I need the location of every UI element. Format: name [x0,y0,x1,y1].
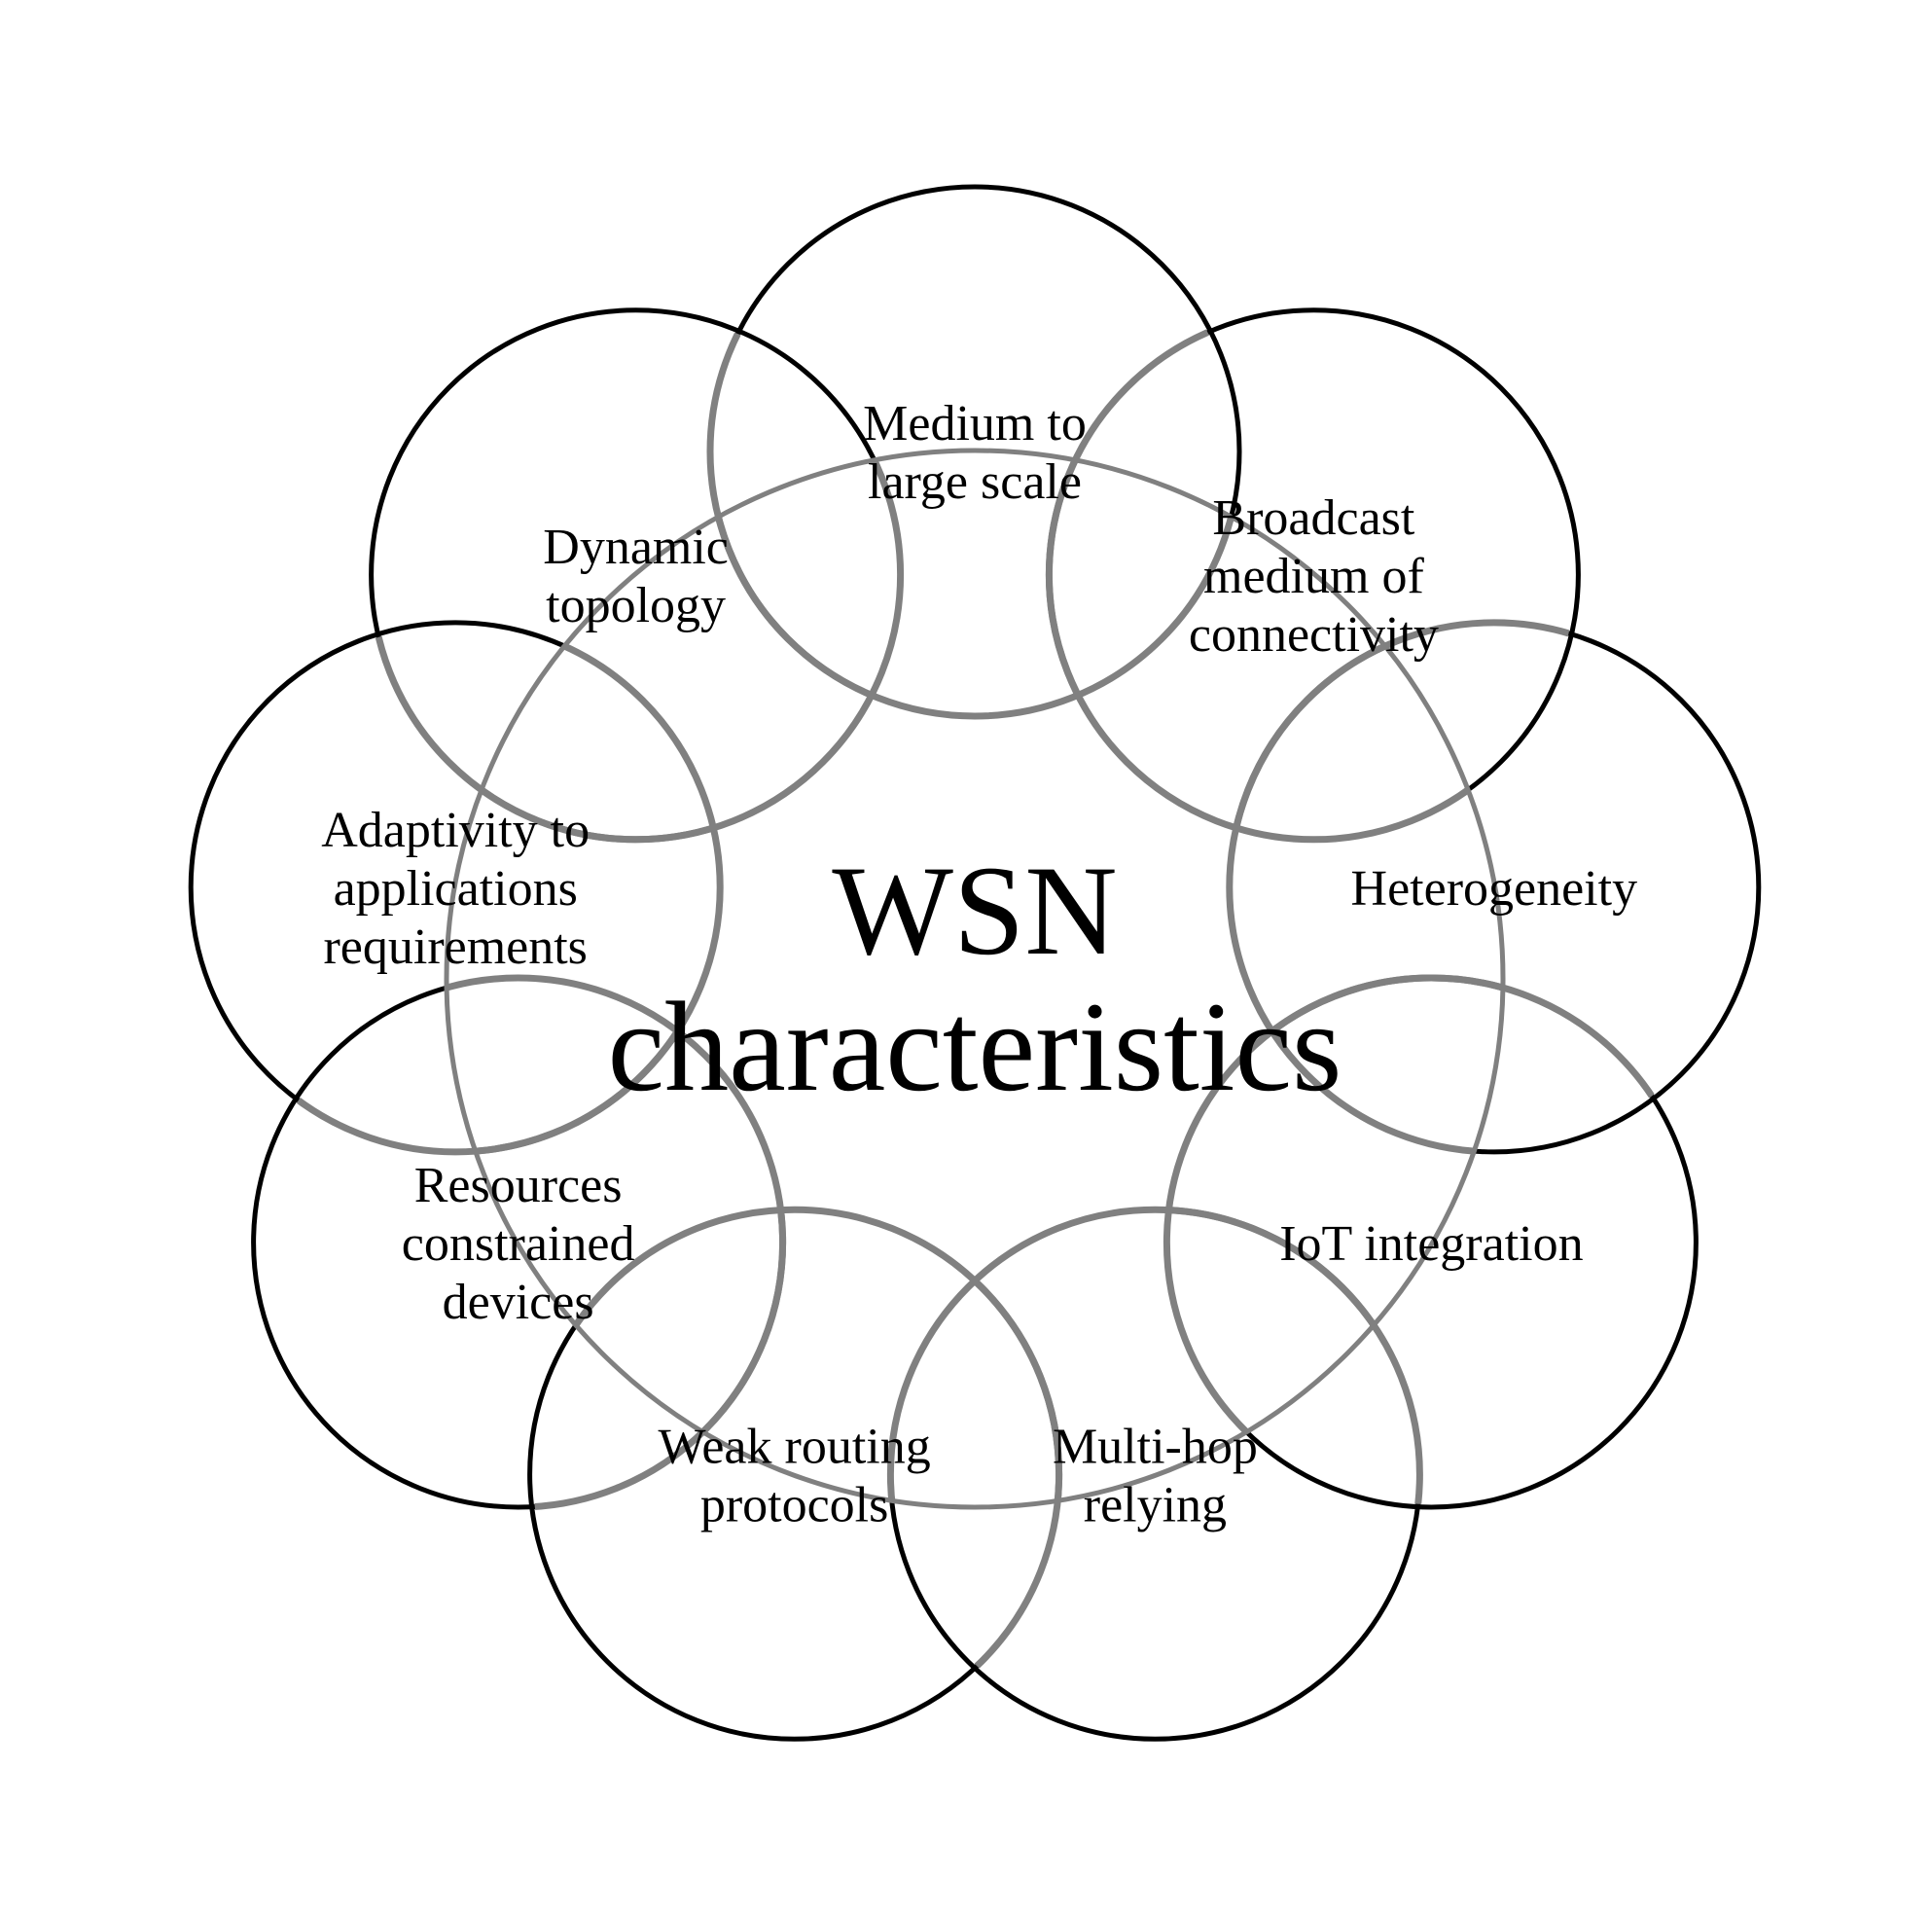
center-title-line: characteristics [608,975,1342,1118]
node-label-line: relying [1084,1477,1227,1532]
node-label-line: large scale [868,454,1082,510]
center-title-line: WSN [832,839,1117,982]
node-label-line: Broadcast [1212,490,1414,546]
node-label-line: devices [443,1275,594,1330]
node-label-line: constrained [402,1216,635,1272]
node-neighbor-arc-heterogeneity [1226,619,1576,837]
node-label-heterogeneity: Heterogeneity [1351,861,1638,917]
node-label-line: Resources [414,1158,623,1213]
node-label-line: IoT integration [1279,1216,1583,1272]
node-neighbor-arc-dynamic-topology [368,625,718,844]
node-label-line: Multi-hop [1053,1419,1258,1474]
node-neighbor-arc-weak-routing-protocols [893,1212,1063,1737]
node-neighbor-arc-adaptivity [256,981,724,1156]
node-label-line: Heterogeneity [1351,861,1638,917]
node-label-line: requirements [323,919,587,975]
node-label-line: Dynamic [543,520,729,575]
node-label-line: protocols [700,1477,889,1532]
node-neighbor-arc-medium-to-large-scale [706,312,898,720]
node-label-line: topology [546,578,726,633]
node-label-line: medium of [1203,549,1424,604]
node-label-line: Medium to [863,396,1087,451]
node-neighbor-arc-resources-constrained-devices [532,1212,787,1511]
node-label-line: Adaptivity to [321,803,590,858]
node-label-line: Weak routing [658,1419,930,1474]
node-neighbor-arc-broadcast-medium [1045,306,1236,713]
center-circle [444,448,1506,1510]
node-neighbor-arc-iot-integration [1232,974,1699,1149]
node-neighbor-arc-multi-hop-relying [1169,1206,1423,1504]
node-label-line: applications [334,861,578,917]
node-label-iot-integration: IoT integration [1279,1216,1583,1272]
node-label-line: connectivity [1189,607,1439,663]
